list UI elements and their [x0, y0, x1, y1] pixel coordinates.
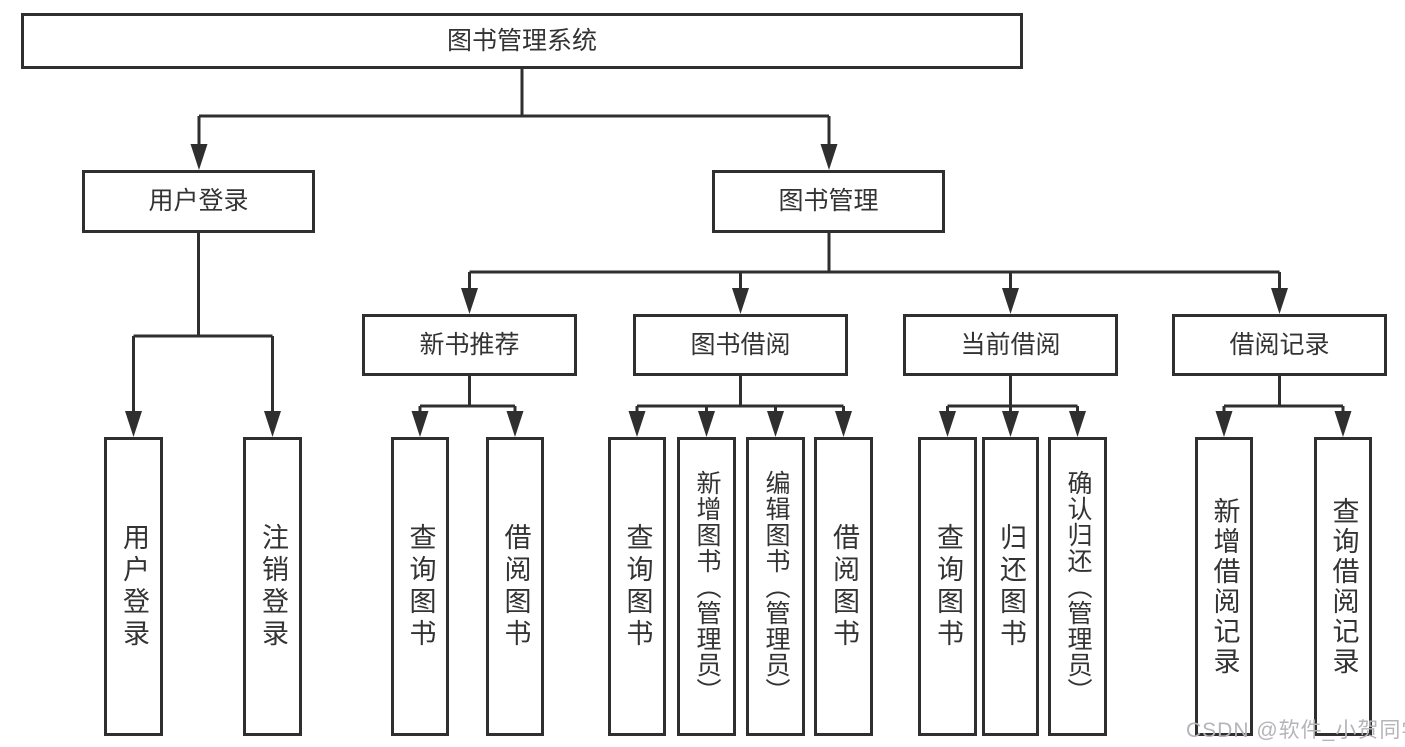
leaf-borrow-book-1: 借阅图书	[486, 437, 544, 736]
leaf-add-book-admin: 新增图书（管理员）	[677, 437, 736, 736]
leaf-return-book: 归还图书	[982, 437, 1039, 736]
leaf-add-borrow-record: 新增借阅记录	[1195, 437, 1253, 736]
leaf-logout: 注销登录	[243, 437, 302, 736]
node-user-login: 用户登录	[82, 170, 315, 233]
node-library-system: 图书管理系统	[21, 13, 1023, 69]
leaf-query-book-2: 查询图书	[608, 437, 666, 736]
leaf-query-book-3: 查询图书	[918, 437, 977, 736]
node-new-book-recommend: 新书推荐	[362, 314, 577, 376]
node-book-borrow: 图书借阅	[633, 314, 848, 376]
leaf-borrow-book-2: 借阅图书	[814, 437, 873, 736]
leaf-user-login: 用户登录	[104, 437, 163, 736]
node-borrow-records: 借阅记录	[1172, 314, 1387, 376]
csdn-watermark: CSDN @软件_小贺同学	[1186, 719, 1405, 742]
leaf-query-book-1: 查询图书	[391, 437, 449, 736]
leaf-confirm-return-admin: 确认归还（管理员）	[1048, 437, 1107, 736]
node-book-management: 图书管理	[712, 170, 945, 233]
arrowhead-icons	[125, 144, 1352, 437]
node-current-borrow: 当前借阅	[903, 314, 1118, 376]
leaf-edit-book-admin: 编辑图书（管理员）	[746, 437, 805, 736]
leaf-query-borrow-record: 查询借阅记录	[1314, 437, 1372, 736]
